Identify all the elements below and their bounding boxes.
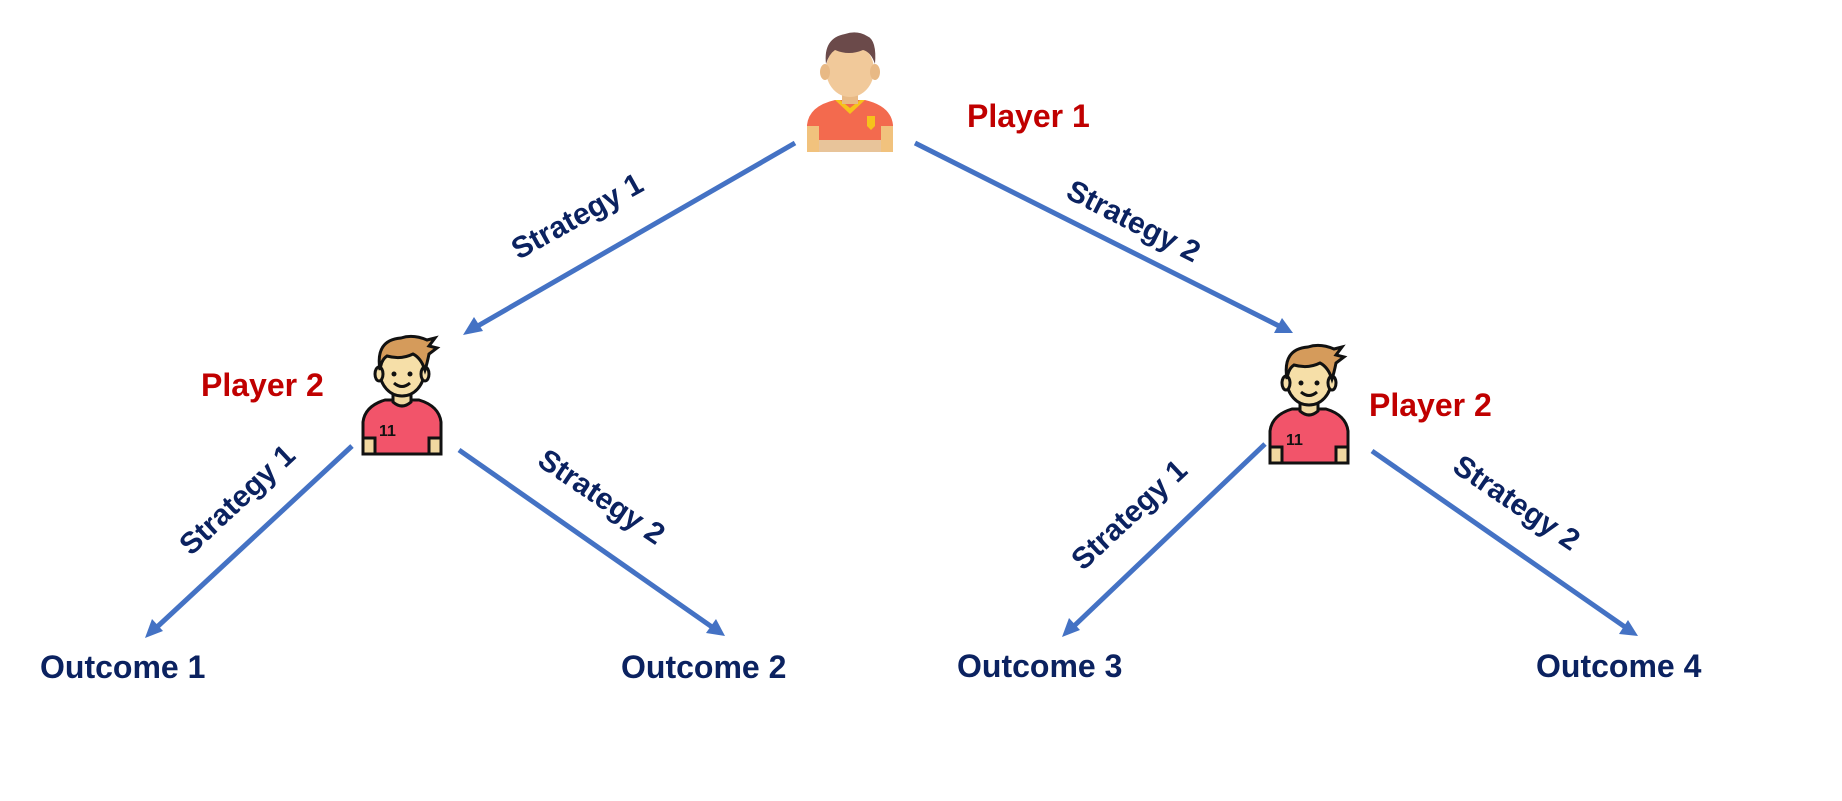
- edge-left-to-outcome-1: [145, 444, 354, 638]
- outcome-1-label: Outcome 1: [40, 649, 205, 685]
- player-1-label: Player 1: [967, 98, 1090, 134]
- edge-root-to-right: [913, 140, 1293, 333]
- strategy-label-left-outcome-2: Strategy 2: [532, 443, 671, 551]
- strategy-label-right-outcome-4: Strategy 2: [1447, 449, 1586, 557]
- svg-text:11: 11: [1286, 432, 1303, 449]
- player-1-avatar-icon: [807, 32, 893, 152]
- edge-root-to-left: [463, 140, 797, 335]
- player-2-avatar-icon: 11: [361, 334, 443, 456]
- player-2-left-label: Player 2: [201, 367, 324, 403]
- player-2-right-label: Player 2: [1369, 387, 1492, 423]
- edge-right-to-outcome-3: [1062, 442, 1267, 637]
- strategy-label-right-outcome-3: Strategy 1: [1065, 454, 1194, 577]
- outcome-2-label: Outcome 2: [621, 649, 786, 685]
- edge-left-to-outcome-2: [457, 447, 725, 636]
- strategy-label-root-left: Strategy 1: [506, 167, 649, 266]
- strategy-label-left-outcome-1: Strategy 1: [173, 439, 302, 562]
- svg-text:11: 11: [379, 423, 396, 440]
- outcome-4-label: Outcome 4: [1536, 648, 1702, 684]
- edge-right-to-outcome-4: [1370, 448, 1638, 636]
- player-2-avatar-icon: 11: [1268, 343, 1350, 465]
- outcome-3-label: Outcome 3: [957, 648, 1122, 684]
